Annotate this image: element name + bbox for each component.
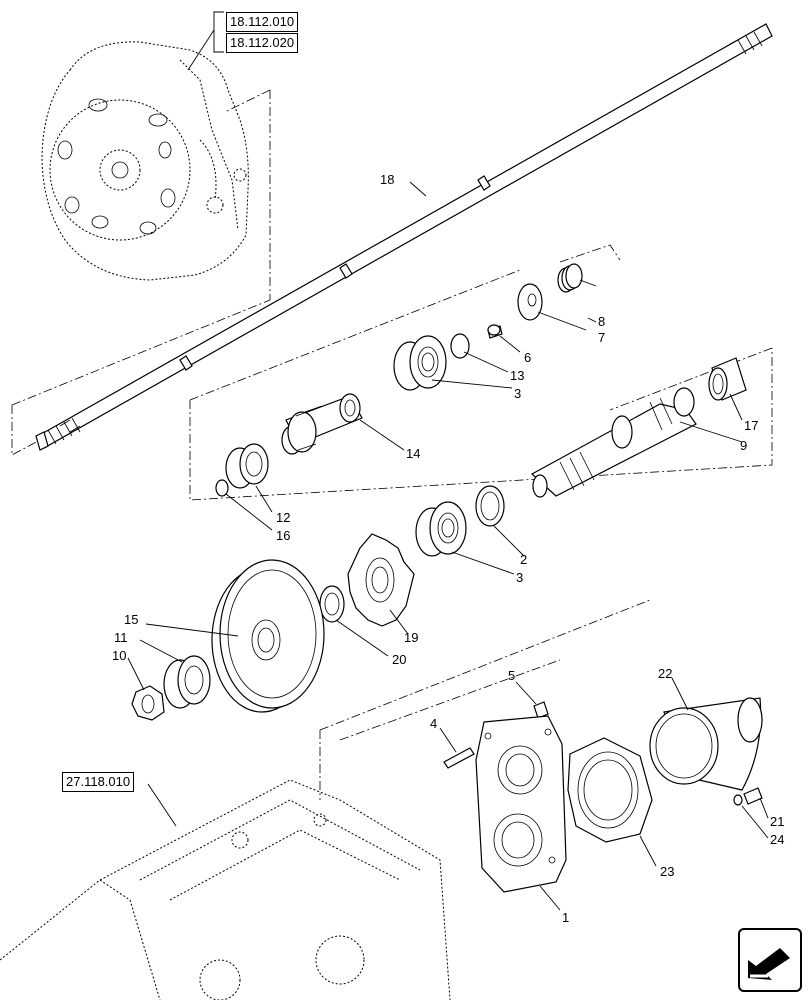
reference-leader-top: [187, 29, 215, 71]
callout-24: 24: [770, 832, 784, 847]
callout-17: 17: [744, 418, 758, 433]
transmission-housing: [0, 779, 451, 1000]
callout-16: 16: [276, 528, 290, 543]
callout-14: 14: [406, 446, 420, 461]
callout-6: 6: [524, 350, 531, 365]
nut-10: [131, 685, 165, 721]
bolt-21: [733, 787, 763, 806]
callout-2: 2: [520, 552, 527, 567]
callout-19: 19: [404, 630, 418, 645]
callout-5: 5: [508, 668, 515, 683]
callout-3-middle: 3: [516, 570, 523, 585]
callout-8: 8: [598, 314, 605, 329]
bushing-17: [708, 357, 747, 401]
callout-3-top: 3: [514, 386, 521, 401]
callout-18: 18: [380, 172, 394, 187]
cover-plate: [475, 715, 567, 893]
bolt-5: [533, 701, 549, 719]
spring-8: [557, 263, 583, 293]
group-frame: [189, 348, 773, 501]
centerline-shaft-end: [11, 405, 41, 456]
bearing-small: [225, 443, 269, 489]
callout-10: 10: [112, 648, 126, 663]
callout-21: 21: [770, 814, 784, 829]
bolt-6: [487, 324, 503, 339]
bearing-middle: [415, 501, 467, 557]
clutch-assembly: [41, 41, 249, 281]
cone-cover-22: [649, 697, 763, 791]
reference-bracket-top: [213, 11, 224, 53]
stud-4: [443, 747, 475, 769]
large-gear: [211, 559, 325, 713]
bearing-11: [163, 655, 211, 709]
flange-23: [567, 737, 653, 843]
leader-lines: [127, 181, 769, 911]
callout-12: 12: [276, 510, 290, 525]
circlip-13: [450, 333, 470, 359]
back-navigation-button[interactable]: [738, 928, 802, 992]
bearing-top: [393, 335, 447, 391]
callout-7: 7: [598, 330, 605, 345]
ring-20: [319, 585, 345, 623]
gear-shaft: [281, 393, 363, 455]
back-arrow-icon: [748, 948, 790, 980]
callout-22: 22: [658, 666, 672, 681]
seal-ring-2: [475, 485, 505, 527]
callout-4: 4: [430, 716, 437, 731]
callout-11: 11: [114, 630, 128, 645]
reference-link-27-118-010[interactable]: 27.118.010: [62, 772, 135, 792]
reference-link-18-112-010[interactable]: 18.112.010: [226, 12, 299, 32]
sprocket-19: [347, 533, 415, 627]
reference-link-18-112-020[interactable]: 18.112.020: [226, 33, 299, 53]
callout-1: 1: [562, 910, 569, 925]
callout-9: 9: [740, 438, 747, 453]
callout-15: 15: [124, 612, 138, 627]
washer-7: [517, 283, 543, 321]
callout-23: 23: [660, 864, 674, 879]
circlip-small: [215, 479, 229, 497]
output-shaft: [530, 387, 697, 498]
callout-13: 13: [510, 368, 524, 383]
reference-leader-bottom: [147, 783, 177, 827]
main-shaft: [35, 23, 773, 451]
callout-20: 20: [392, 652, 406, 667]
